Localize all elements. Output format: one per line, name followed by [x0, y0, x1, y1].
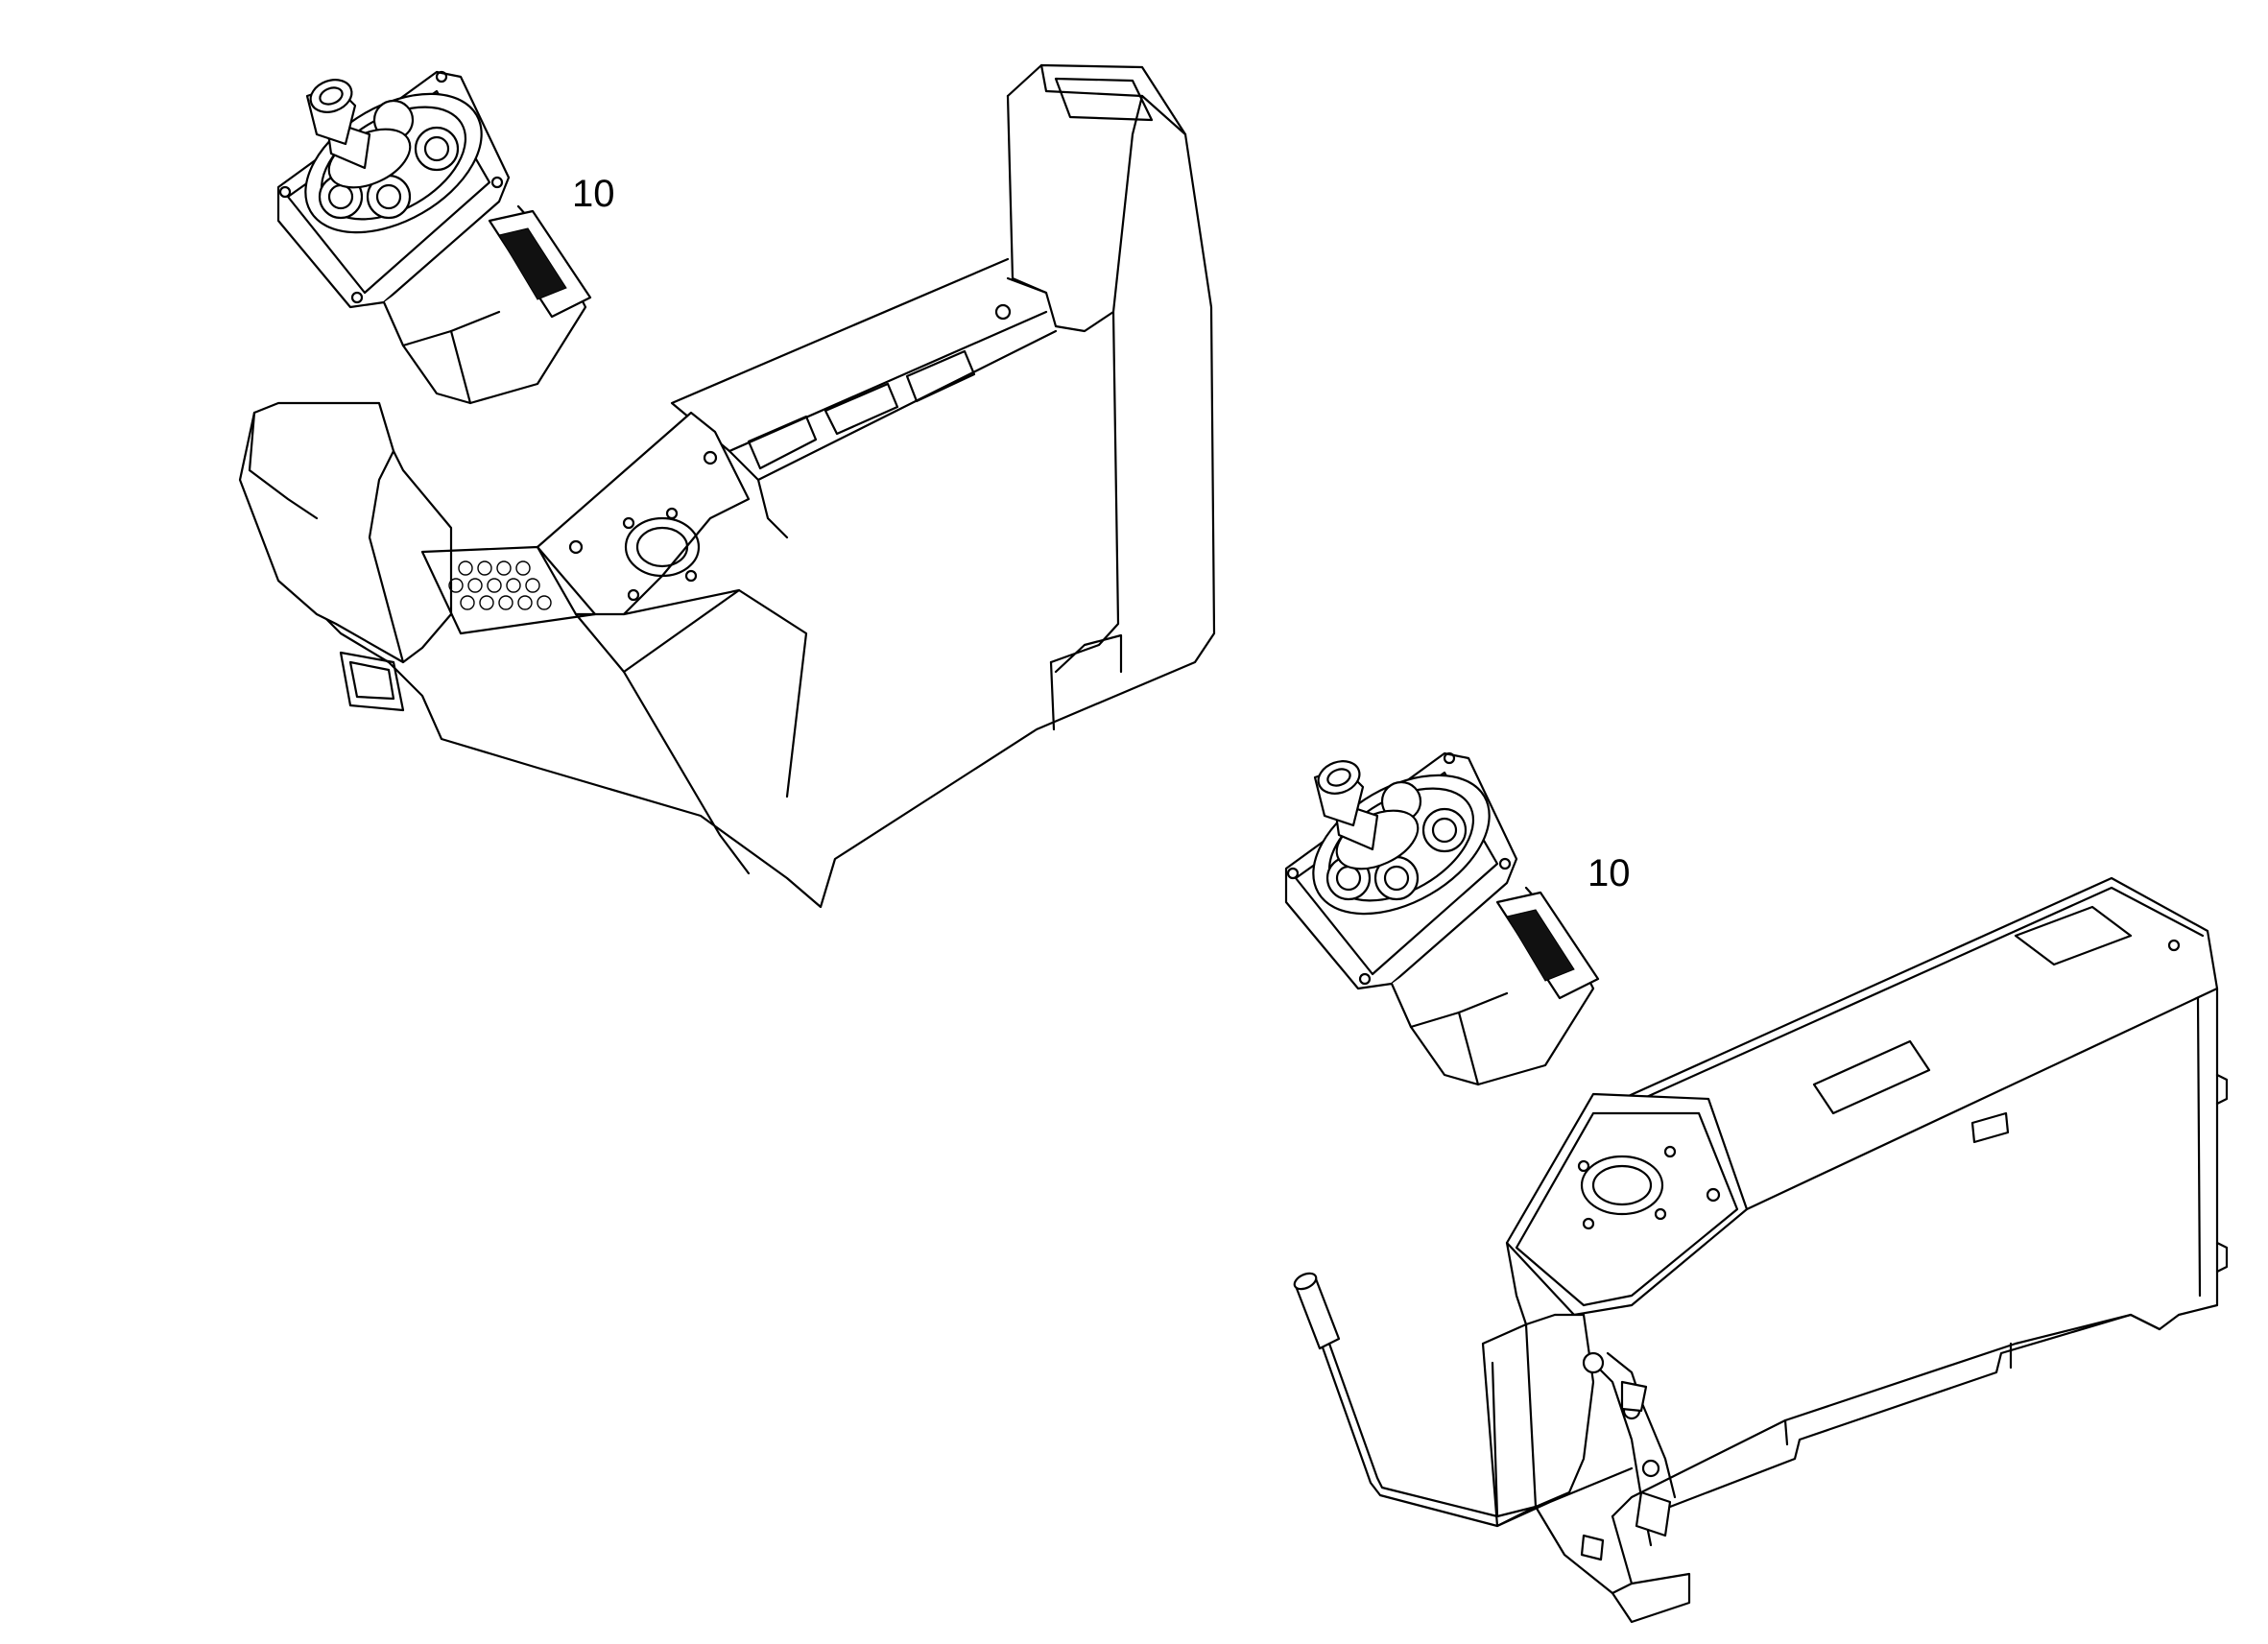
- joystick-valve-icon-top: [276, 70, 592, 405]
- joystick-valve-icon-bottom: [1284, 751, 1600, 1086]
- callout-part-10-bottom: 10: [1588, 852, 1631, 894]
- lever-icon: [1293, 1272, 1634, 1528]
- control-console-icon: [238, 63, 1216, 909]
- callout-part-10-top: 10: [572, 173, 615, 215]
- hole-grid: [448, 560, 552, 610]
- operator-frame-icon: [1481, 876, 2229, 1624]
